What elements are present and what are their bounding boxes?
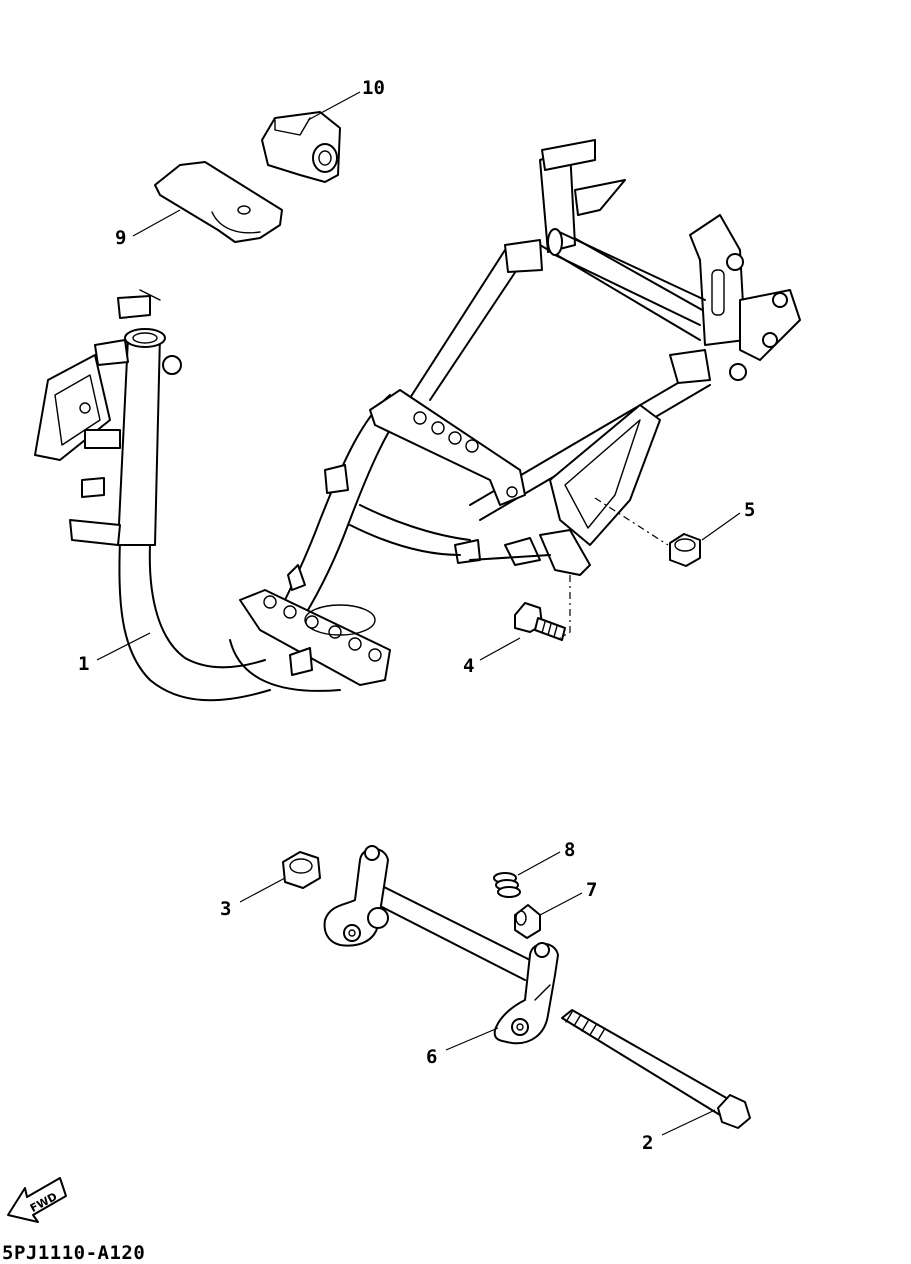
callout-7: 7: [539, 879, 597, 916]
callout-number: 9: [115, 227, 126, 249]
callout-number: 2: [642, 1132, 653, 1154]
callout-number: 4: [463, 655, 474, 677]
part-10-bracket: [261, 111, 341, 183]
part-8-spring: [493, 872, 521, 898]
callout-1: 1: [78, 632, 151, 675]
callout-10: 10: [307, 77, 385, 121]
part-3-nut: [282, 851, 321, 889]
callout-3: 3: [220, 877, 286, 920]
callout-number: 3: [220, 898, 231, 920]
fwd-arrow-icon: FWD: [7, 1177, 67, 1223]
callout-number: 8: [564, 839, 575, 861]
callout-number: 5: [744, 499, 755, 521]
callout-number: 10: [362, 77, 385, 99]
alignment-line: [559, 575, 571, 639]
part-2-shaft: [561, 1009, 751, 1129]
callout-8: 8: [517, 839, 575, 876]
part-9-plate: [154, 161, 283, 243]
alignment-line: [594, 497, 669, 546]
frame-part: [34, 139, 801, 702]
part-5-nut: [669, 533, 701, 567]
callout-4: 4: [463, 637, 521, 677]
callout-6: 6: [426, 1027, 499, 1068]
part-4-bolt: [514, 602, 566, 641]
callout-number: 6: [426, 1046, 437, 1068]
diagram-code: 5PJ1110-A120: [2, 1242, 146, 1264]
callout-9: 9: [115, 209, 181, 249]
callout-number: 1: [78, 653, 89, 675]
callout-number: 7: [586, 879, 597, 901]
callout-5: 5: [701, 499, 755, 541]
callout-2: 2: [642, 1109, 716, 1154]
part-7-bushing: [514, 904, 541, 939]
part-6-stand: [323, 845, 559, 1045]
